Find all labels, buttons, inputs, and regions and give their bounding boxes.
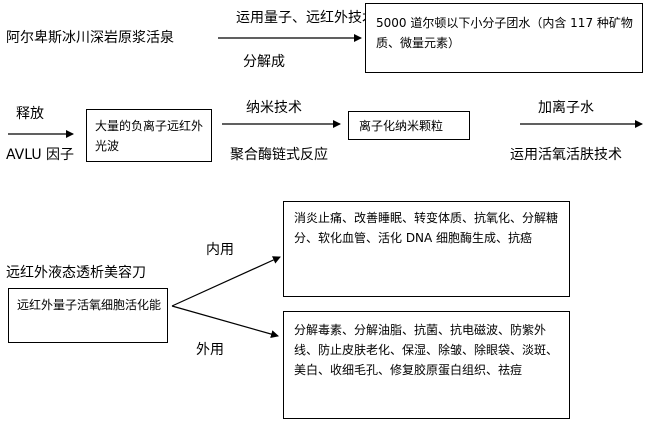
skin-tech-label: 运用活氧活肤技术: [510, 147, 622, 163]
ion-water-label: 加离子水: [538, 100, 594, 116]
energy-source-text: 远红外量子活氧细胞活化能: [17, 298, 162, 312]
external-effects-text: 分解毒素、分解油脂、抗菌、抗电磁波、防紫外线、防止皮肤老化、保湿、除皱、除眼袋、…: [294, 323, 559, 377]
avlu-factor-label: AVLU 因子: [6, 147, 75, 163]
water-result-text: 5000 道尔顿以下小分子团水（内含 117 种矿物质、微量元素）: [376, 16, 633, 50]
source-label: 阿尔卑斯冰川深岩原浆活泉: [6, 30, 174, 46]
arrow-external: [171, 305, 279, 338]
nano-particle-box: 离子化纳米颗粒: [348, 111, 470, 140]
nano-tech-label: 纳米技术: [246, 100, 302, 116]
process-label: 分解成: [243, 54, 285, 70]
release-label: 释放: [16, 106, 44, 122]
internal-effects-text: 消炎止痛、改善睡眠、转变体质、抗氧化、分解糖分、软化血管、活化 DNA 细胞酶生…: [294, 211, 559, 245]
arrow-internal: [171, 256, 281, 307]
internal-effects-box: 消炎止痛、改善睡眠、转变体质、抗氧化、分解糖分、软化血管、活化 DNA 细胞酶生…: [283, 201, 570, 297]
pcr-label: 聚合酶链式反应: [230, 147, 328, 163]
internal-use-label: 内用: [206, 242, 234, 258]
negative-ion-text: 大量的负离子远红外光波: [95, 119, 204, 153]
nano-particle-text: 离子化纳米颗粒: [359, 119, 444, 133]
beauty-knife-title: 远红外液态透析美容刀: [6, 265, 146, 281]
negative-ion-box: 大量的负离子远红外光波: [86, 109, 212, 162]
external-effects-box: 分解毒素、分解油脂、抗菌、抗电磁波、防紫外线、防止皮肤老化、保湿、除皱、除眼袋、…: [283, 311, 570, 419]
water-result-box: 5000 道尔顿以下小分子团水（内含 117 种矿物质、微量元素）: [365, 3, 643, 73]
energy-source-box: 远红外量子活氧细胞活化能: [8, 288, 168, 343]
tech-label: 运用量子、远红外技术: [236, 10, 376, 26]
external-use-label: 外用: [196, 342, 224, 358]
